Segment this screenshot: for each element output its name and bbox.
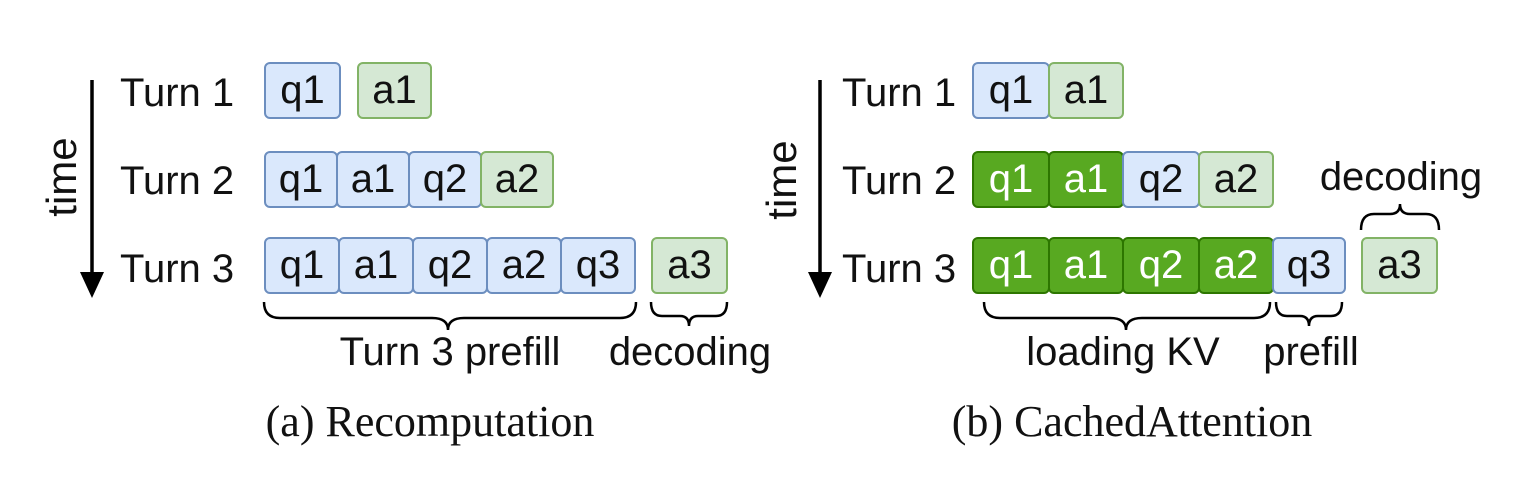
token-q2-turn2-a: q2 — [408, 151, 482, 208]
token-a1-turn1-a: a1 — [357, 62, 432, 119]
token-q1-turn1-b: q1 — [972, 62, 1050, 119]
token-q1-turn1-a: q1 — [264, 62, 341, 119]
token-a1-turn3-cached: a1 — [1048, 237, 1124, 294]
turn-1-label-b: Turn 1 — [842, 71, 957, 115]
brace-decoding-b — [1359, 203, 1441, 231]
token-q3-turn3-b: q3 — [1272, 237, 1346, 294]
token-a1-turn2-cached: a1 — [1048, 151, 1124, 208]
token-a2-turn3-a: a2 — [486, 237, 562, 294]
brace-label-loading-kv: loading KV — [1026, 330, 1220, 374]
brace-decoding-a — [649, 301, 729, 327]
brace-loading-kv — [982, 301, 1272, 331]
token-a3-turn3-a: a3 — [651, 237, 728, 294]
token-a1-turn3-a: a1 — [338, 237, 414, 294]
token-a1-turn1-b: a1 — [1048, 62, 1124, 119]
token-a2-turn3-cached: a2 — [1198, 237, 1274, 294]
turn-2-label-a: Turn 2 — [120, 159, 235, 203]
token-a2-turn2-a: a2 — [480, 151, 554, 208]
time-arrow-b — [808, 80, 832, 298]
turn-3-label-b: Turn 3 — [842, 247, 957, 291]
token-q1-turn2-a: q1 — [264, 151, 338, 208]
brace-label-decoding-a: decoding — [608, 330, 772, 374]
token-a1-turn2-a: a1 — [336, 151, 410, 208]
token-a2-turn2-b: a2 — [1198, 151, 1274, 208]
brace-prefill-b — [1274, 301, 1344, 327]
token-a3-turn3-b: a3 — [1361, 237, 1438, 294]
brace-label-turn3-prefill: Turn 3 prefill — [339, 330, 561, 374]
turn-1-label-a: Turn 1 — [120, 71, 235, 115]
token-q1-turn3-a: q1 — [264, 237, 340, 294]
token-q3-turn3-a: q3 — [560, 237, 636, 294]
caption-a: (a) Recomputation — [265, 397, 595, 446]
time-arrow-a — [80, 80, 104, 298]
turn-2-label-b: Turn 2 — [842, 159, 957, 203]
turn-3-label-a: Turn 3 — [120, 247, 235, 291]
token-q2-turn3-cached: q2 — [1122, 237, 1200, 294]
token-q1-turn2-cached: q1 — [972, 151, 1050, 208]
brace-label-prefill-b: prefill — [1263, 330, 1359, 374]
caption-b: (b) CachedAttention — [951, 397, 1313, 446]
token-q1-turn3-cached: q1 — [972, 237, 1050, 294]
brace-turn3-prefill — [262, 301, 638, 331]
brace-label-decoding-b: decoding — [1319, 155, 1483, 199]
token-q2-turn3-a: q2 — [412, 237, 488, 294]
